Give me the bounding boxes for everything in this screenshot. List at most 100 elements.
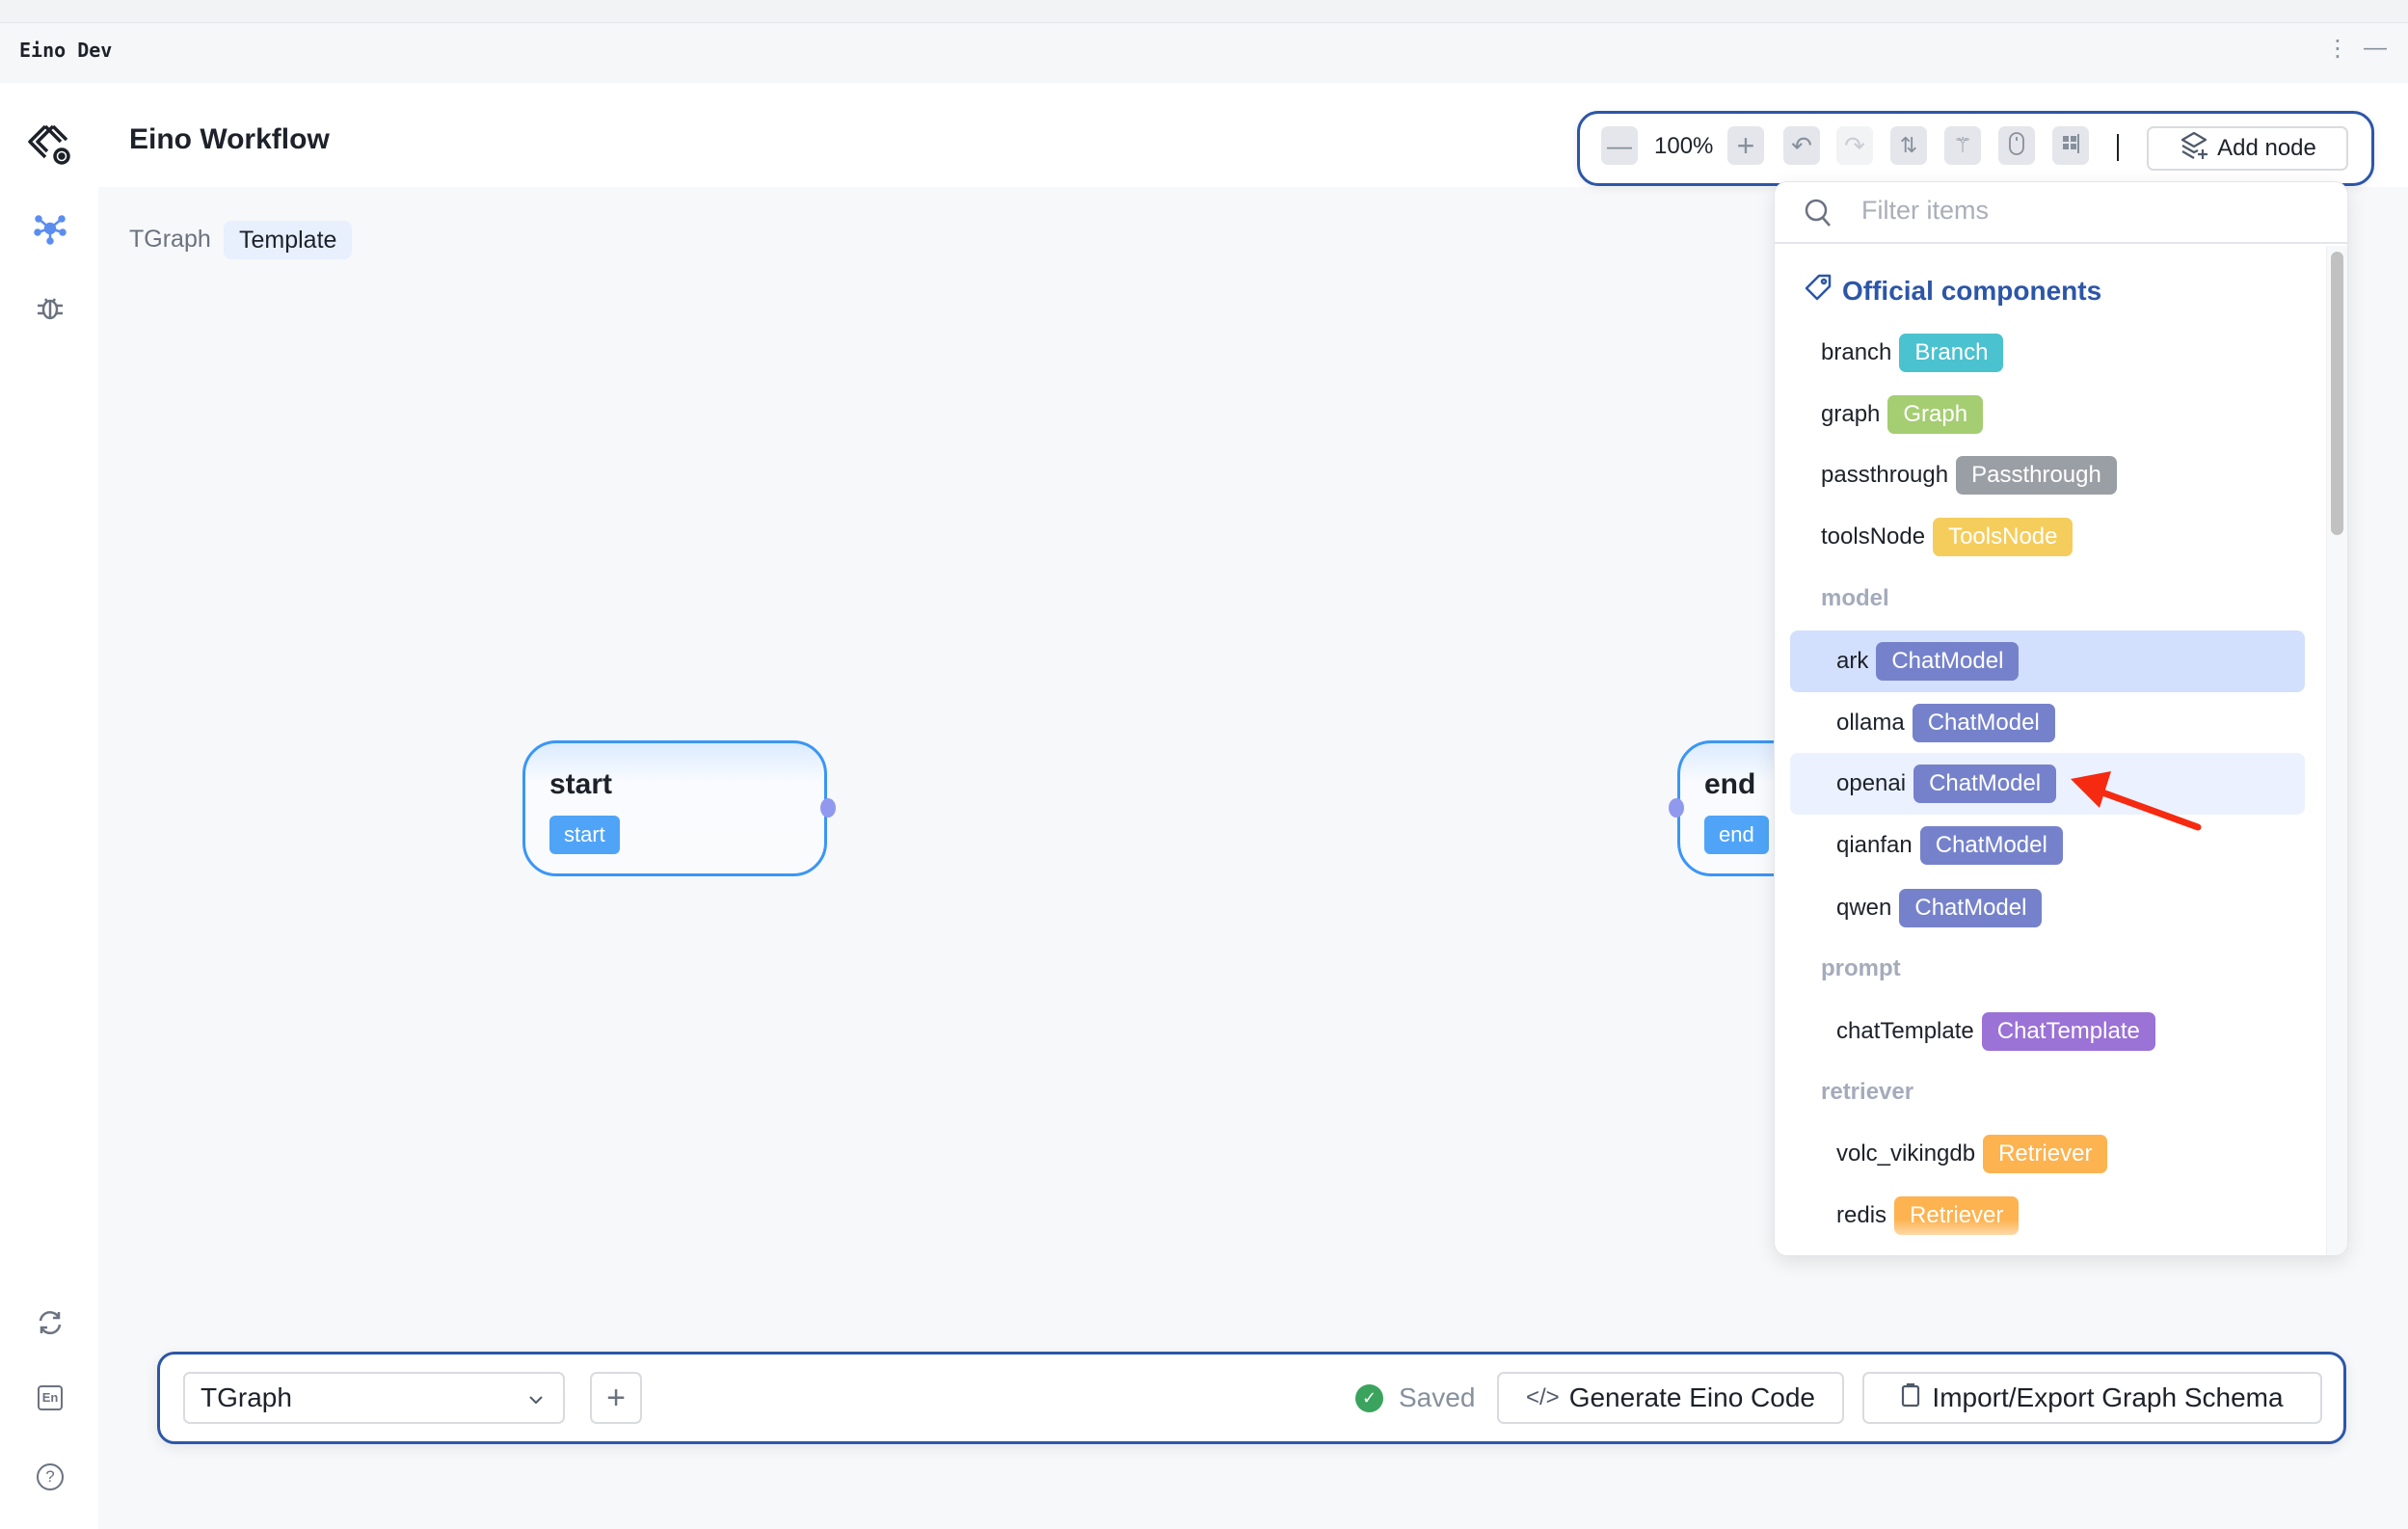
item-type-tag: Branch — [1899, 334, 2004, 372]
magic-wand-icon: ⚚ — [1953, 133, 1972, 157]
page-title: Eino Workflow — [129, 123, 330, 155]
generate-code-label: Generate Eino Code — [1568, 1382, 1815, 1412]
check-circle-icon: ✓ — [1355, 1384, 1383, 1412]
item-name: redis — [1836, 1202, 1887, 1228]
add-node-label: Add node — [2217, 135, 2316, 161]
undo-icon: ↶ — [1791, 130, 1812, 160]
sort-icon: ⇅ — [1899, 133, 1918, 157]
item-name: passthrough — [1821, 462, 1949, 488]
code-icon: </> — [1526, 1384, 1560, 1410]
language-en-icon[interactable]: En — [30, 1378, 70, 1418]
node-start[interactable]: start start — [522, 740, 827, 876]
import-export-schema-button[interactable]: Import/Export Graph Schema — [1862, 1372, 2322, 1424]
red-arrow-annotation — [2071, 771, 2202, 831]
save-status: Saved — [1399, 1382, 1476, 1412]
filter-bar — [1775, 182, 2347, 244]
item-type-tag: Retriever — [1983, 1135, 2108, 1173]
sort-layout-button[interactable]: ⇅ — [1890, 126, 1927, 165]
minus-icon: — — [1607, 130, 1632, 160]
title-bar — [0, 23, 2408, 83]
mouse-mode-button[interactable] — [1998, 126, 2035, 165]
help-circle-icon[interactable]: ? — [30, 1457, 70, 1497]
section-official-components: Official components — [1804, 273, 2101, 308]
window-top-strip — [0, 0, 2408, 23]
plus-icon: + — [1736, 127, 1755, 163]
node-start-output-handle[interactable] — [820, 798, 836, 818]
node-title: end — [1704, 768, 1756, 800]
list-item-passthrough[interactable]: passthrough Passthrough — [1790, 444, 2305, 506]
graph-nodes-icon[interactable] — [30, 208, 70, 249]
item-type-tag: ToolsNode — [1933, 518, 2074, 556]
bug-icon[interactable] — [30, 287, 70, 328]
item-name: qwen — [1836, 895, 1892, 921]
list-item-volc-vikingdb[interactable]: volc_vikingdb Retriever — [1790, 1123, 2305, 1185]
search-icon — [1804, 198, 1834, 233]
add-node-button[interactable]: Add node — [2147, 126, 2348, 171]
more-vertical-icon[interactable]: ⋮ — [2326, 36, 2349, 62]
item-name: ollama — [1836, 710, 1905, 736]
node-type-tag: start — [549, 816, 620, 854]
toolbar-divider — [2117, 134, 2119, 161]
help-label: ? — [37, 1463, 64, 1490]
list-item-qwen[interactable]: qwen ChatModel — [1790, 877, 2305, 939]
undo-button[interactable]: ↶ — [1783, 126, 1820, 165]
sidebar: En ? — [0, 83, 98, 1529]
scrollbar-thumb[interactable] — [2331, 252, 2343, 535]
group-title-model: model — [1821, 585, 1889, 611]
sync-icon[interactable] — [30, 1302, 70, 1343]
item-type-tag: ChatModel — [1919, 826, 2063, 865]
minimap-icon — [2061, 133, 2080, 159]
redo-icon: ↷ — [1844, 130, 1865, 160]
item-name: graph — [1821, 401, 1881, 427]
item-type-tag: Passthrough — [1956, 456, 2117, 495]
item-type-tag: Graph — [1887, 395, 1984, 434]
layers-plus-icon — [2179, 130, 2209, 168]
generate-code-button[interactable]: </> Generate Eino Code — [1497, 1372, 1844, 1424]
item-type-tag: ChatModel — [1913, 764, 2057, 803]
list-item-ollama[interactable]: ollama ChatModel — [1790, 692, 2305, 754]
item-type-tag: ChatModel — [1912, 704, 2055, 742]
item-type-tag: ChatModel — [1876, 642, 2020, 681]
zoom-out-button[interactable]: — — [1601, 126, 1638, 165]
minimize-icon[interactable]: — — [2364, 35, 2387, 61]
language-label: En — [38, 1385, 63, 1410]
filter-input[interactable] — [1861, 196, 2295, 226]
app-title: Eino Dev — [19, 39, 113, 62]
item-name: openai — [1836, 770, 1907, 796]
list-item-toolsnode[interactable]: toolsNode ToolsNode — [1790, 506, 2305, 568]
item-name: chatTemplate — [1836, 1018, 1974, 1044]
breadcrumb-graph[interactable]: TGraph — [129, 226, 211, 253]
item-type-tag: ChatModel — [1899, 889, 2043, 927]
eino-logo-gear-icon — [25, 120, 75, 170]
item-name: ark — [1836, 648, 1869, 674]
list-item-ark[interactable]: ark ChatModel — [1790, 630, 2305, 692]
group-title-retriever: retriever — [1821, 1079, 1914, 1105]
node-end-input-handle[interactable] — [1669, 798, 1684, 818]
clipboard-icon — [1901, 1382, 1920, 1414]
node-type-tag: end — [1704, 816, 1769, 854]
list-item-chattemplate[interactable]: chatTemplate ChatTemplate — [1790, 1001, 2305, 1062]
breadcrumb-template-tag: Template — [224, 221, 353, 259]
redo-button[interactable]: ↷ — [1836, 126, 1873, 165]
section-title: Official components — [1842, 275, 2102, 306]
item-name: volc_vikingdb — [1836, 1140, 1976, 1167]
add-graph-button[interactable]: + — [590, 1372, 642, 1424]
zoom-in-button[interactable]: + — [1727, 126, 1764, 165]
auto-layout-button[interactable]: ⚚ — [1944, 126, 1981, 165]
item-type-tag: ChatTemplate — [1981, 1012, 2155, 1051]
zoom-level: 100% — [1654, 133, 1714, 159]
item-name: qianfan — [1836, 832, 1913, 858]
graph-select-value: TGraph — [201, 1382, 292, 1412]
import-export-label: Import/Export Graph Schema — [1932, 1382, 2284, 1412]
graph-select[interactable]: TGraph — [183, 1372, 565, 1424]
item-name: toolsNode — [1821, 523, 1926, 550]
minimap-button[interactable] — [2052, 126, 2089, 165]
node-title: start — [549, 768, 613, 800]
mouse-icon — [2009, 131, 2024, 160]
